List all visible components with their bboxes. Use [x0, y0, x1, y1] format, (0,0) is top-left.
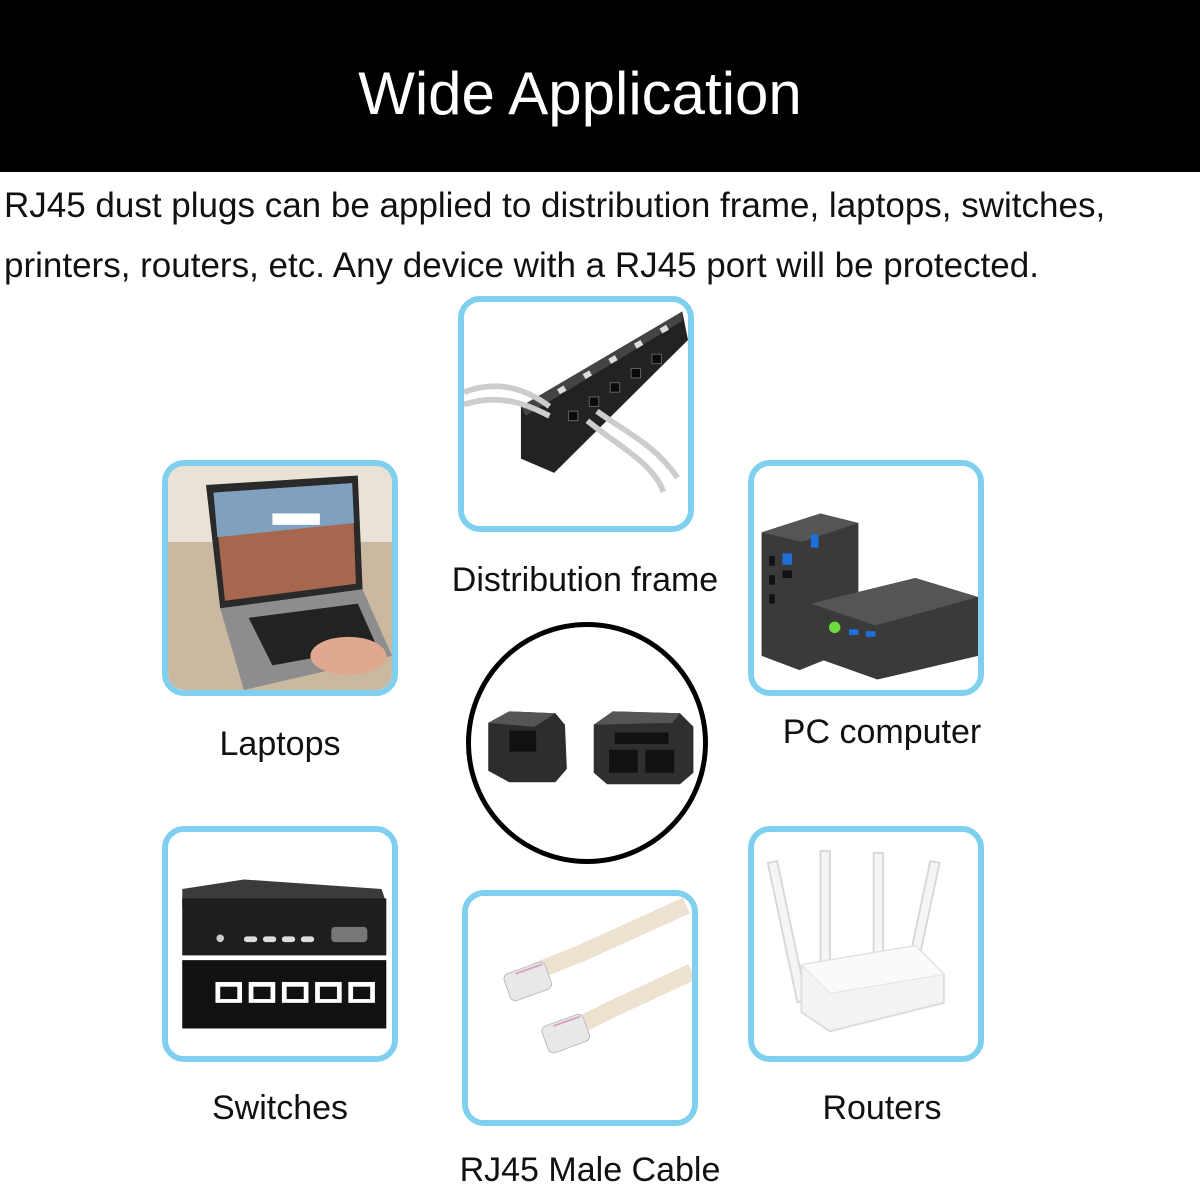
description-line-2: printers, routers, etc. Any device with … — [4, 246, 1039, 285]
header-banner: Wide Application — [0, 0, 1200, 172]
switches-card — [162, 826, 398, 1062]
routers-card — [748, 826, 984, 1062]
network-switch-icon — [168, 832, 392, 1056]
page-title: Wide Application — [358, 60, 802, 127]
description-line-1: RJ45 dust plugs can be applied to distri… — [4, 186, 1106, 225]
router-icon — [754, 832, 978, 1056]
laptops-label: Laptops — [219, 725, 341, 763]
patch-panel-icon — [464, 302, 688, 526]
pc-computer-card — [748, 460, 984, 696]
rj45-cable-icon — [468, 896, 692, 1120]
laptops-card — [162, 460, 398, 696]
distribution-frame-card — [458, 296, 694, 532]
switches-label: Switches — [211, 1089, 349, 1127]
distribution-frame-label: Distribution frame — [451, 561, 719, 599]
laptop-icon — [168, 466, 392, 690]
rj45-cable-card — [462, 890, 698, 1126]
rj45-cable-label: RJ45 Male Cable — [459, 1151, 721, 1189]
mini-pc-icon — [754, 466, 978, 690]
pc-computer-label: PC computer — [782, 713, 982, 751]
rj45-dust-plug-icon — [488, 711, 694, 785]
dust-plug-circle — [466, 622, 708, 864]
routers-label: Routers — [822, 1089, 942, 1127]
